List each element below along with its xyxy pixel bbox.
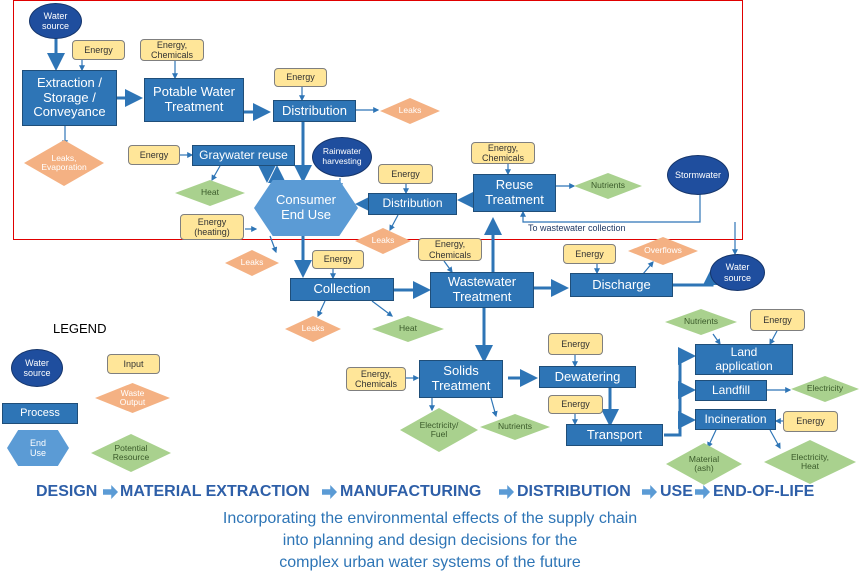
distribution-top-process: Distribution — [273, 100, 356, 122]
stage-arrow-icon — [103, 485, 118, 499]
dewatering-process: Dewatering — [539, 366, 636, 388]
energy-discharge-input: Energy — [563, 244, 616, 264]
reuse-treatment-process: Reuse Treatment — [473, 174, 556, 212]
transport-process: Transport — [566, 424, 663, 446]
energy-chemicals-reuse-input: Energy, Chemicals — [471, 142, 535, 164]
consumer-end-use: Consumer End Use — [254, 180, 358, 236]
energy-dewatering-input: Energy — [548, 333, 603, 355]
stage-arrow-icon — [322, 485, 337, 499]
potable-treatment-process: Potable Water Treatment — [144, 78, 244, 122]
energy-heating-input: Energy (heating) — [180, 214, 244, 240]
stage-use: USE — [660, 483, 693, 500]
energy-transport-input: Energy — [548, 395, 603, 414]
collection-process: Collection — [290, 278, 394, 301]
stage-end-of-life: END-OF-LIFE — [713, 483, 815, 500]
subtitle-line-1: Incorporating the environmental effects … — [222, 510, 638, 527]
energy-chemicals-ww-input: Energy, Chemicals — [418, 238, 482, 261]
legend-end-use: End Use — [7, 430, 69, 466]
energy-extraction-input: Energy — [72, 40, 125, 60]
stormwater: Stormwater — [667, 155, 729, 195]
energy-chemicals-solids-input: Energy, Chemicals — [346, 367, 406, 391]
legend-water-source: Water source — [11, 349, 63, 387]
stage-arrow-icon — [642, 485, 657, 499]
extraction-process: Extraction / Storage / Conveyance — [22, 70, 117, 126]
stage-material-extraction: MATERIAL EXTRACTION — [120, 483, 310, 500]
energy-land-input: Energy — [750, 309, 805, 331]
lifecycle-flow: DESIGN MATERIAL EXTRACTION MANUFACTURING… — [0, 469, 860, 500]
legend-title: LEGEND — [53, 321, 107, 336]
legend-process: Process — [2, 403, 78, 424]
stage-distribution: DISTRIBUTION — [517, 483, 631, 500]
rainwater-harvesting: Rainwater harvesting — [312, 137, 372, 177]
legend-input: Input — [107, 354, 160, 374]
energy-incineration-input: Energy — [783, 411, 838, 432]
stage-arrow-icon — [695, 485, 710, 499]
to-wastewater-collection-label: To wastewater collection — [528, 223, 626, 233]
stage-arrow-icon — [499, 485, 514, 499]
graywater-reuse-process: Graywater reuse — [192, 145, 295, 166]
discharge-process: Discharge — [570, 273, 673, 297]
energy-collection-input: Energy — [312, 250, 364, 269]
subtitle-line-2: into planning and design decisions for t… — [282, 532, 578, 549]
incineration-process: Incineration — [695, 409, 776, 430]
solids-treatment-process: Solids Treatment — [419, 360, 503, 398]
energy-graywater-input: Energy — [128, 145, 180, 165]
water-source-top: Water source — [29, 3, 82, 39]
stage-manufacturing: MANUFACTURING — [340, 483, 482, 500]
subtitle-line-3: complex urban water systems of the futur… — [279, 554, 581, 571]
wastewater-treatment-process: Wastewater Treatment — [430, 272, 534, 308]
stage-design: DESIGN — [36, 483, 98, 500]
distribution-reuse-process: Distribution — [368, 193, 457, 215]
land-application-process: Land application — [695, 344, 793, 375]
landfill-process: Landfill — [695, 380, 767, 401]
energy-distribution2-input: Energy — [378, 164, 433, 184]
water-source-discharge: Water source — [710, 254, 765, 291]
energy-chemicals-potable-input: Energy, Chemicals — [140, 39, 204, 61]
energy-distribution-input: Energy — [274, 68, 327, 87]
